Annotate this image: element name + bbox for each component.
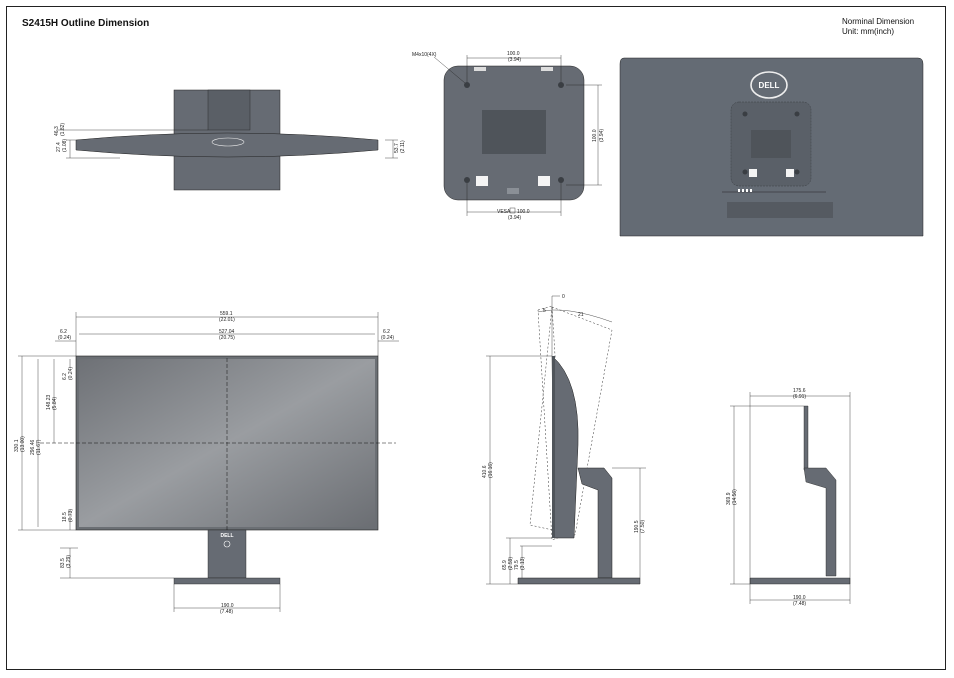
front-stand-width: 190.0 [221, 603, 234, 609]
side-base-depth: 190.0 [793, 595, 806, 601]
vesa-top-dim: 100.0 [507, 51, 520, 57]
top-dim-a-inch: (1.08) [62, 139, 68, 152]
side-stand-base [749, 577, 851, 585]
tilt-view: 0 21 5 410.6 (16.16) 65.9 (2.59) 79.5 (3… [482, 294, 646, 585]
front-half-height: 148.23 [46, 394, 52, 410]
tilt-angle-fwd: 5 [543, 308, 546, 314]
front-bezel-top-inch: (0.24) [68, 367, 74, 380]
front-overall-height: 330.1 [14, 439, 20, 452]
vesa-side-dim: 100.0 [592, 129, 598, 142]
front-bezel-right-inch: (0.24) [381, 335, 394, 341]
top-dim-c-inch: (2.11) [400, 140, 406, 153]
vesa-window [482, 110, 546, 154]
side-height: 369.9 [726, 492, 732, 505]
side-depth-top-inch: (6.91) [793, 394, 806, 400]
front-stand-base [173, 577, 281, 585]
front-bezel-left: 6.2 [60, 329, 67, 335]
units-note: Norminal Dimension Unit: mm(inch) [842, 17, 914, 37]
tilt-monitor-side [551, 355, 579, 539]
side-height-inch: (14.56) [732, 489, 738, 505]
tilt-total-height-inch: (16.16) [488, 462, 494, 478]
drawing-frame [6, 6, 946, 670]
dell-logo-top [211, 137, 245, 147]
screw-hole-1 [464, 82, 470, 88]
vesa-bottom-label: VESA [497, 209, 511, 215]
screw-hole-2 [558, 82, 564, 88]
units-note-line2: Unit: mm(inch) [842, 27, 895, 36]
tilt-stand-base [517, 577, 641, 585]
front-active-height: 296.46 [30, 439, 36, 455]
tilt-stand-height: 190.5 [634, 520, 640, 533]
tilt-gap1: 65.9 [502, 560, 508, 570]
front-view: DELL 559.1 (22.01) 527.04 (20.75) 6.2 (0… [14, 311, 399, 615]
front-half-height-inch: (5.84) [52, 397, 58, 410]
dell-logo-front: DELL [220, 533, 233, 539]
front-bezel-left-inch: (0.24) [58, 335, 71, 341]
front-gap-inch: (3.29) [66, 555, 72, 568]
tilt-gap2-inch: (3.13) [520, 557, 526, 570]
tilt-total-height: 410.6 [482, 465, 488, 478]
side-panel [803, 405, 809, 471]
front-overall-width-inch: (22.01) [219, 317, 235, 323]
tilt-angle-back: 21 [578, 312, 584, 318]
tilt-gap2: 79.5 [514, 560, 520, 570]
front-bezel-bottom: 18.5 [62, 512, 68, 522]
monitor-top-silhouette [75, 132, 379, 158]
top-view: 27.4 (1.08) 46.3 (1.82) 53.7 (2.11) [54, 89, 406, 191]
tilt-gap1-inch: (2.59) [508, 557, 514, 570]
vesa-screw-label: M4x10(4X) [412, 52, 437, 58]
dell-logo-rear [750, 71, 788, 99]
vesa-top-dim-inch: (3.94) [508, 57, 521, 63]
vesa-bottom-dim-inch: (3.94) [508, 215, 521, 221]
tilt-stand-height-inch: (7.50) [640, 520, 646, 533]
front-overall-width: 559.1 [220, 311, 233, 317]
tilt-back-outline [529, 306, 613, 536]
top-dim-b-inch: (1.82) [60, 123, 66, 136]
side-depth-top: 175.6 [793, 388, 806, 394]
stand-neck-top [207, 89, 251, 131]
drawing-title: S2415H Outline Dimension [22, 18, 150, 29]
side-view: 175.6 (6.91) 369.9 (14.56) 190.0 (7.48) [726, 388, 851, 607]
dell-logo-rear-text: DELL [759, 81, 780, 90]
front-overall-height-inch: (13.00) [20, 436, 26, 452]
side-base-depth-inch: (7.48) [793, 601, 806, 607]
top-dim-a: 27.4 [56, 142, 62, 152]
front-stand-width-inch: (7.48) [220, 609, 233, 615]
units-note-line1: Norminal Dimension [842, 17, 915, 26]
front-active-height-inch: (11.67) [36, 439, 42, 455]
rear-view: DELL [619, 57, 924, 237]
front-bezel-right: 6.2 [383, 329, 390, 335]
screw-hole-3 [464, 177, 470, 183]
front-gap: 83.5 [60, 558, 66, 568]
top-dim-b: 46.3 [54, 126, 60, 136]
tilt-stand-arm [577, 467, 613, 579]
side-stand-arm [803, 467, 837, 577]
front-active-width-inch: (20.75) [219, 335, 235, 341]
front-stand-neck [207, 529, 247, 579]
front-bezel-bottom-inch: (0.73) [68, 509, 74, 522]
front-active-width: 527.04 [219, 329, 235, 335]
tilt-forward-outline [537, 305, 567, 541]
screw-hole-4 [558, 177, 564, 183]
front-bezel-top: 6.2 [62, 373, 68, 380]
vesa-view: M4x10(4X) 100.0 (3.94) 100.0 (3.94) VESA… [412, 51, 605, 221]
vesa-bottom-dim: 100.0 [517, 209, 530, 215]
tilt-angle-zero: 0 [562, 294, 565, 300]
vesa-side-dim-inch: (3.94) [599, 129, 605, 142]
rear-port-bay [727, 202, 833, 218]
top-dim-c: 53.7 [394, 143, 400, 153]
